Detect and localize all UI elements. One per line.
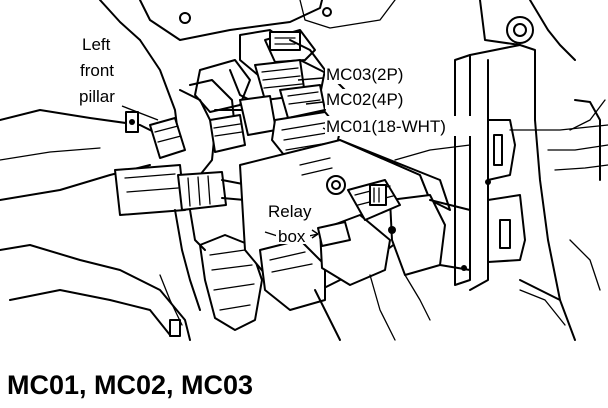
label-pillar-line2: front bbox=[80, 61, 114, 80]
label-mc02: MC02(4P) bbox=[326, 90, 403, 109]
leader-mc02 bbox=[305, 101, 324, 105]
label-pillar-line3: pillar bbox=[79, 87, 115, 106]
label-mc03: MC03(2P) bbox=[326, 65, 403, 84]
leader-pillar bbox=[121, 105, 159, 121]
leader-mc03 bbox=[297, 77, 324, 81]
label-relay-line1: Relay bbox=[268, 202, 312, 221]
figure-caption: MC01, MC02, MC03 bbox=[7, 370, 253, 400]
label-relay-line2: box bbox=[278, 227, 306, 246]
label-pillar-line1: Left bbox=[82, 35, 111, 54]
label-mc01: MC01(18-WHT) bbox=[326, 117, 446, 136]
technical-drawing bbox=[0, 0, 608, 341]
callout-labels: Left front pillar MC03(2P) MC02(4P) MC01… bbox=[56, 34, 485, 246]
